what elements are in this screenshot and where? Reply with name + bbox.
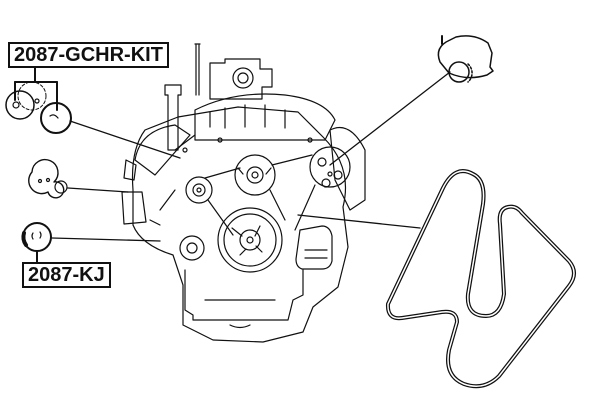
- kit-pointer-line: [69, 120, 181, 159]
- serpentine-belt-icon: [385, 169, 576, 389]
- tensioner-pointer-line: [67, 187, 129, 193]
- part-number-label-kj: 2087-KJ: [22, 262, 111, 288]
- part-number-label-kit: 2087-GCHR-KIT: [8, 42, 169, 68]
- engine-icon: [121, 43, 366, 343]
- idler-pulley-pair-icon: [5, 81, 72, 134]
- tensioner-assembly-pointer-line: [329, 71, 451, 166]
- belt-pointer-line: [297, 214, 421, 229]
- kit-leader-lines: [14, 65, 58, 111]
- belt-tensioner-assembly-icon: [437, 35, 494, 83]
- tensioner-pulley-icon: [28, 158, 68, 199]
- kj-pointer-line: [51, 237, 161, 242]
- idler-pulley-single-icon: [21, 222, 52, 252]
